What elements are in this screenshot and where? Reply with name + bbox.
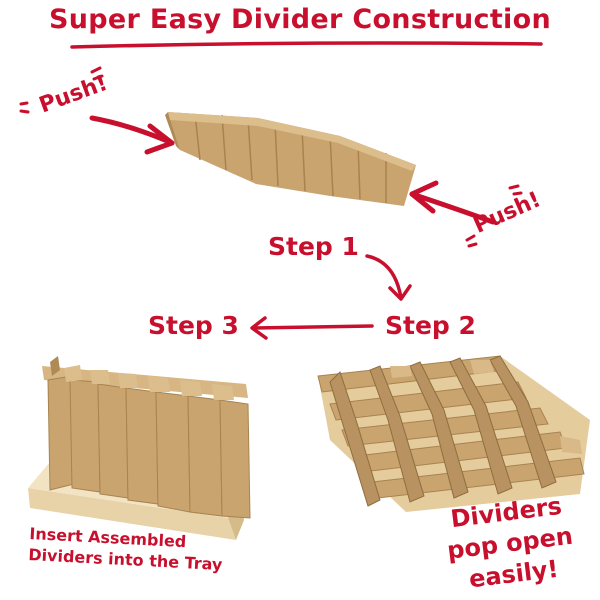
step-2-label: Step 2 [385,311,476,340]
push-left-arrow [89,115,175,155]
step-3-label: Step 3 [148,311,239,340]
step1-to-step2-arrow [365,254,412,301]
expanded-divider-image [317,355,590,512]
tray-with-dividers-image [28,356,251,540]
push-right-marks [465,184,523,248]
page-title: Super Easy Divider Construction [49,4,551,35]
push-left-marks [19,66,104,114]
step2-to-step3-arrow [250,316,374,340]
collapsed-divider-image [165,112,416,206]
push-right-arrow [409,180,496,225]
step-1-label: Step 1 [268,232,359,261]
title-underline [70,41,543,49]
